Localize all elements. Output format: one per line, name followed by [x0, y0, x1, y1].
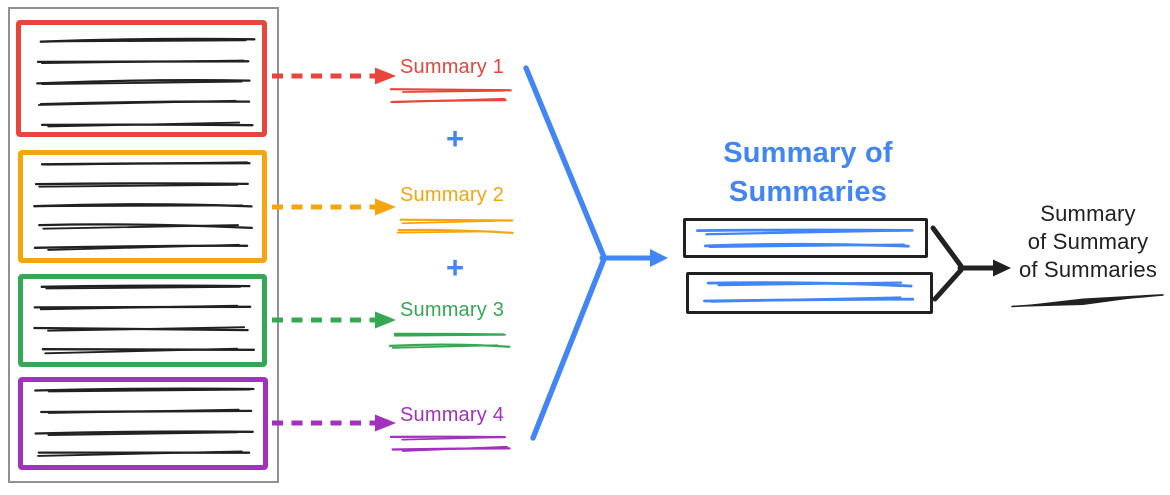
- summary-of-summaries-box-1: [683, 218, 928, 258]
- summary-scribble: [399, 218, 514, 222]
- summary-scribble: [397, 228, 514, 234]
- final-summary-line-1: Summary: [1040, 201, 1136, 226]
- document-box-2: [18, 150, 267, 263]
- summary-of-summaries-box-2: [686, 272, 933, 314]
- final-arrow-bottom-line: [932, 267, 964, 302]
- plus-sign-2: +: [445, 250, 465, 285]
- summary-1-label: Summary 1: [399, 56, 505, 78]
- merge-arrow-head: [650, 249, 668, 267]
- summary-scribble: [402, 89, 506, 93]
- summary-scribble: [393, 332, 505, 336]
- summary-2-label: Summary 2: [399, 184, 505, 206]
- plus-sign-1: +: [445, 121, 465, 156]
- final-summary-label: Summary of Summary of Summaries: [1006, 200, 1170, 284]
- summary-scribble: [396, 230, 494, 234]
- summary-3-label: Summary 3: [399, 299, 505, 321]
- source-documents-panel: [8, 7, 279, 483]
- final-underline-scribble: [1011, 294, 1164, 308]
- merge-arrow-bottom-line: [530, 256, 607, 441]
- summary-of-summaries-title: Summary of Summaries: [692, 134, 924, 212]
- summary-scribble: [393, 333, 507, 337]
- summary-scribble: [391, 447, 511, 451]
- summary-scribble: [389, 88, 512, 92]
- summary-scribble: [401, 220, 498, 225]
- summary-scribble: [401, 445, 508, 452]
- summary-4-label: Summary 4: [399, 404, 505, 426]
- document-box-3: [18, 274, 267, 367]
- merge-arrow-top-line: [523, 65, 607, 260]
- document-box-1: [16, 20, 267, 137]
- final-summary-line-3: of Summaries: [1018, 257, 1158, 282]
- summary-of-summaries-title-line-2: Summaries: [728, 176, 888, 208]
- final-arrow-top-line: [930, 225, 964, 269]
- final-summary-line-2: of Summary: [1027, 229, 1149, 254]
- summary-scribble: [391, 344, 499, 349]
- document-box-4: [18, 377, 268, 470]
- summary-scribble: [394, 97, 506, 103]
- summary-scribble: [390, 99, 507, 104]
- summary-scribble: [401, 436, 501, 441]
- final-underline-scribble: [1010, 294, 1164, 307]
- summary-of-summaries-title-line-1: Summary of: [723, 137, 893, 169]
- summary-scribble: [388, 343, 511, 348]
